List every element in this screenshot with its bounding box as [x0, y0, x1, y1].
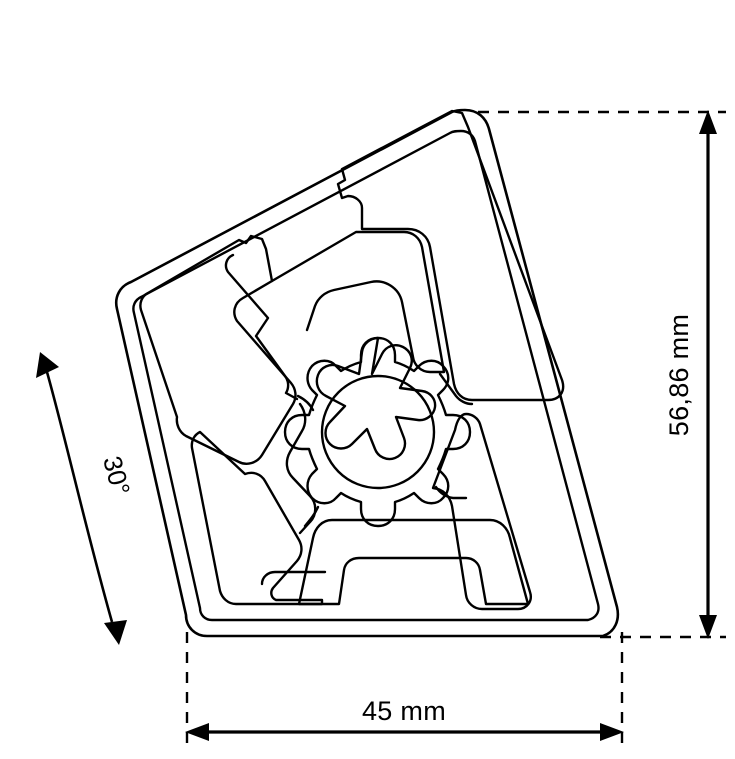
lower-chambers [190, 430, 327, 606]
rib-lower-left-path [285, 402, 317, 535]
t-slot-bottom [297, 518, 530, 606]
t-slot-upper-right-path [336, 109, 565, 402]
height-dimension: 56,86 mm [664, 110, 717, 639]
width-dimension-label: 45 mm [362, 696, 446, 726]
rib-right-path [431, 412, 532, 611]
web-connector-bottom-left-path [303, 505, 320, 528]
web-connector-upper-right-path [438, 372, 474, 406]
inner-pocket-upper-path [270, 230, 446, 374]
outer-wall-inner-path [132, 129, 600, 622]
extension-lines [185, 110, 726, 748]
center-bore-hole [320, 374, 436, 490]
central-rib-structure [224, 230, 532, 611]
center-bore-teeth-path [283, 336, 472, 528]
web-connectors [296, 372, 474, 528]
width-dim-arrow-left [185, 723, 209, 741]
angle-arrow-top [36, 352, 59, 378]
chamber-lower-left-path [190, 430, 324, 606]
height-dimension-label: 56,86 mm [664, 314, 694, 436]
width-dimension: 45 mm [185, 696, 624, 741]
angle-dimension-label: 30° [97, 453, 136, 499]
angle-arrow-bottom [104, 620, 127, 645]
height-dim-arrow-bottom [699, 615, 717, 639]
t-slot-upper-right [336, 109, 565, 402]
rib-upper-left-path [224, 253, 299, 401]
center-bore-gear [283, 336, 472, 528]
width-dim-arrow-right [600, 723, 624, 741]
web-connector-lower-right-path [434, 485, 468, 500]
height-dim-arrow-top [699, 110, 717, 134]
angle-arc-path [45, 371, 114, 623]
web-connector-left-path [296, 394, 315, 412]
t-slot-upper-left [139, 234, 297, 465]
chamber-lower-left-return-path [260, 570, 327, 586]
angle-dimension: 30° [36, 352, 136, 645]
t-slot-bottom-path [297, 518, 530, 606]
center-bore-star-path [315, 336, 437, 461]
t-slot-upper-left-path [139, 234, 297, 465]
